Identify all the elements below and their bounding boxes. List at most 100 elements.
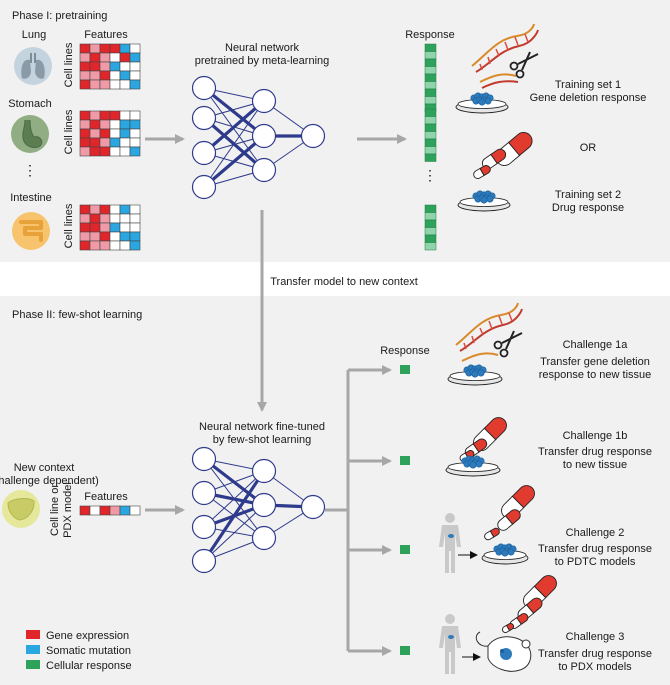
matrix-cell	[119, 43, 131, 54]
matrix-cell	[129, 146, 141, 157]
matrix-cell	[109, 110, 121, 121]
ellipsis-responses: ⋮	[423, 167, 437, 183]
scissors-icon	[509, 51, 539, 79]
challenge-1a-desc-line2: response to new tissue	[539, 369, 652, 381]
matrix-cell	[79, 240, 91, 251]
training-set-2-title: Training set 2	[555, 189, 621, 201]
matrix-cell	[89, 137, 101, 148]
network-node	[191, 446, 217, 472]
feature-cell	[79, 505, 91, 516]
network-edge	[203, 100, 265, 188]
matrix-cell	[99, 137, 111, 148]
fine-tuned-network	[191, 446, 326, 574]
feature-matrix	[79, 43, 141, 90]
network1-label-line1: Neural network	[225, 42, 299, 54]
challenge-1a-title: Challenge 1a	[563, 339, 629, 351]
matrix-cell	[119, 61, 131, 72]
matrix-cell	[99, 119, 111, 130]
response-cell	[424, 73, 437, 82]
matrix-cell	[109, 146, 121, 157]
matrix-cell	[99, 213, 111, 224]
scissors-icon	[493, 330, 523, 358]
network-node	[251, 525, 277, 551]
capsule	[473, 165, 491, 179]
matrix-cell	[89, 146, 101, 157]
network-node	[251, 492, 277, 518]
response-square-1a	[400, 365, 410, 374]
network-node	[191, 514, 217, 540]
matrix-cell	[109, 231, 121, 242]
network-edge	[202, 134, 266, 189]
network-node	[251, 157, 277, 183]
matrix-cell	[129, 43, 141, 54]
matrix-cell	[79, 43, 91, 54]
phase1-title: Phase I: pretraining	[12, 10, 107, 22]
matrix-cell	[99, 222, 111, 233]
response-cell	[424, 153, 437, 162]
matrix-cell	[89, 52, 101, 63]
response-cell	[424, 227, 437, 236]
legend: Gene expression Somatic mutation Cellula…	[26, 630, 132, 672]
cell-lines-label-2: Cell lines	[63, 109, 75, 154]
network-node	[251, 88, 277, 114]
matrix-cell	[129, 119, 141, 130]
challenge-1b-desc-line1: Transfer drug response	[538, 446, 652, 458]
network-node	[191, 105, 217, 131]
matrix-cell	[119, 110, 131, 121]
matrix-cell	[99, 43, 111, 54]
features-label-phase2: Features	[84, 491, 128, 503]
capsule	[484, 527, 500, 541]
legend-label-cellular-response: Cellular response	[46, 660, 132, 672]
mouse-icon	[475, 631, 532, 672]
matrix-cell	[119, 79, 131, 90]
response-cell	[424, 88, 437, 97]
legend-swatch-cellular-response	[26, 660, 40, 669]
training-set-2-desc: Drug response	[552, 202, 624, 214]
capsule-half	[533, 575, 557, 599]
capsule-half	[483, 417, 507, 441]
cell-blob	[480, 196, 488, 204]
or-label: OR	[580, 142, 597, 154]
matrix-cell	[89, 61, 101, 72]
network-node	[300, 494, 326, 520]
challenge-3-desc-line1: Transfer drug response	[538, 648, 652, 660]
pretrained-network	[191, 75, 326, 200]
matrix-cell	[79, 222, 91, 233]
feature-matrix	[79, 204, 141, 251]
matrix-cell	[109, 43, 121, 54]
challenge-1b-title: Challenge 1b	[563, 430, 628, 442]
matrix-cell	[89, 240, 101, 251]
response-cell	[424, 138, 437, 147]
matrix-cell	[89, 79, 101, 90]
intestine-icon	[12, 212, 50, 250]
new-context-feature-row	[79, 505, 141, 516]
tissue-label-stomach: Stomach	[8, 98, 51, 110]
response-cell	[424, 242, 437, 251]
features-label: Features	[84, 29, 128, 41]
matrix-cell	[89, 128, 101, 139]
stomach-icon	[11, 115, 49, 153]
network-node	[191, 480, 217, 506]
matrix-cell	[79, 52, 91, 63]
matrix-cell	[99, 70, 111, 81]
network-edge	[202, 470, 266, 562]
tissue-label-intestine: Intestine	[10, 192, 52, 204]
matrix-cell	[129, 222, 141, 233]
matrix-cell	[119, 146, 131, 157]
drug-capsules-icon	[473, 132, 533, 179]
matrix-cell	[119, 119, 131, 130]
matrix-cell	[79, 213, 91, 224]
network-node	[191, 548, 217, 574]
capsule-half	[525, 597, 543, 614]
capsule	[501, 623, 515, 633]
matrix-cell	[79, 137, 91, 148]
response-cell	[424, 116, 437, 125]
matrix-cell	[109, 119, 121, 130]
network-node	[191, 75, 217, 101]
legend-label-gene-expression: Gene expression	[46, 630, 129, 642]
matrix-cell	[79, 119, 91, 130]
capsule	[497, 509, 521, 531]
training-set-1-desc: Gene deletion response	[530, 92, 647, 104]
